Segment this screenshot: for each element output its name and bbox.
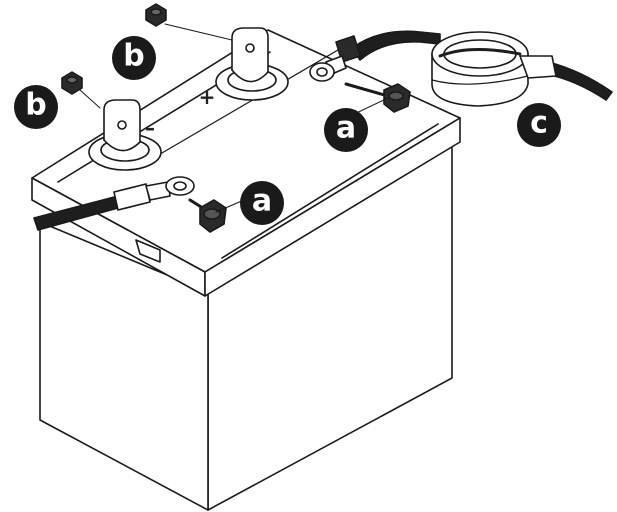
callout-b-left-label: b: [25, 88, 46, 123]
callout-b-left: b: [14, 85, 58, 129]
battery-front-face: [39, 221, 209, 511]
battery-lid-side-rim: [204, 117, 461, 297]
callout-c: c: [517, 103, 561, 147]
nut-left: [61, 71, 101, 109]
callout-a-front-label: a: [252, 184, 272, 219]
negative-terminal: [88, 99, 162, 171]
callout-a-rear-label: a: [336, 111, 356, 146]
callout-b-top: b: [112, 36, 156, 80]
bolt-front: [188, 198, 227, 233]
callout-c-label: c: [530, 106, 548, 141]
callout-a-rear: a: [324, 108, 368, 152]
positive-terminal: [215, 27, 289, 101]
battery-front-tab: [135, 239, 161, 263]
negative-cable: [33, 176, 195, 231]
callout-b-top-label: b: [123, 39, 144, 74]
battery: [31, 29, 461, 511]
negative-sign: –: [145, 116, 155, 140]
nut-right: [145, 3, 233, 41]
callout-a-front: a: [240, 181, 284, 225]
terminal-cover: [431, 31, 557, 107]
positive-sign: +: [199, 85, 216, 109]
bolt-rear: [344, 82, 411, 113]
